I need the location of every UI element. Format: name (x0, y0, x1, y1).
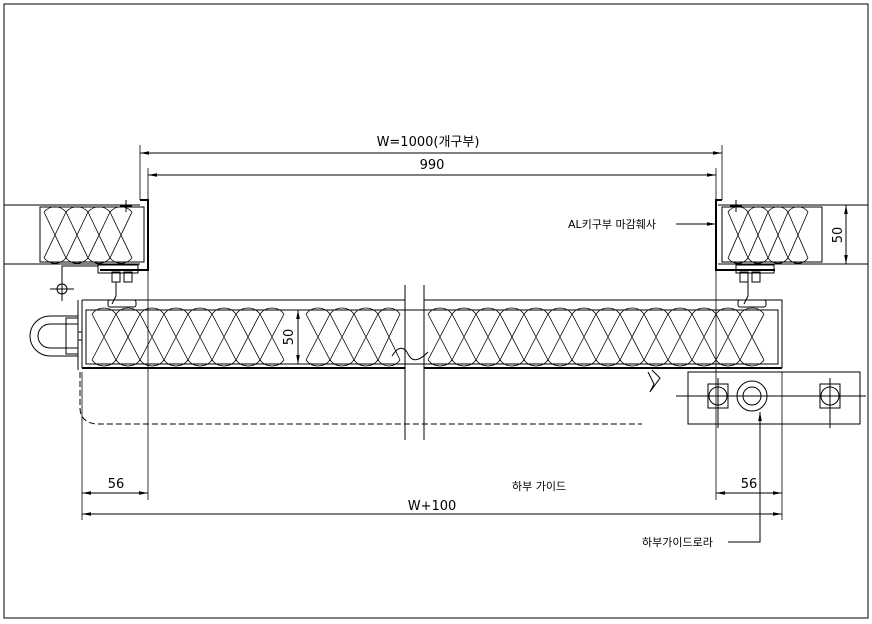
dim-panel-thickness-door-label: 50 (282, 329, 297, 346)
sliding-door-leaf (29, 285, 783, 440)
break-line-symbol (391, 285, 661, 440)
dimension-inner-width (147, 168, 717, 500)
dimension-overlap-right (716, 372, 783, 520)
dim-overlap-left-label: 56 (108, 477, 125, 492)
right-wall-panel (715, 199, 868, 308)
label-frame-finish: AL키구부 마감훼사 (568, 218, 656, 231)
bottom-guide-track (79, 372, 642, 425)
insulation-left-wall (43, 211, 133, 259)
label-bottom-guide: 하부 가이드 (512, 479, 566, 493)
guide-roller-assembly (676, 371, 866, 428)
insulation-door-leaf (91, 313, 765, 361)
dim-panel-thickness-right-label: 50 (831, 227, 846, 244)
dim-overlap-right-label: 56 (741, 477, 758, 492)
insulation-right-wall (727, 211, 809, 259)
dim-opening-width-label: W=1000(개구부) (377, 135, 480, 150)
drawing-border (3, 3, 869, 619)
dim-inner-width-label: 990 (420, 158, 445, 173)
dim-total-width-label: W+100 (408, 499, 457, 514)
label-guide-roller: 하부가이드로라 (642, 535, 713, 549)
door-handle (29, 300, 82, 370)
left-wall-panel (4, 199, 149, 308)
dimension-opening-width (139, 145, 723, 200)
dimension-overlap-left (81, 372, 148, 520)
leader-guide-roller (728, 412, 762, 543)
